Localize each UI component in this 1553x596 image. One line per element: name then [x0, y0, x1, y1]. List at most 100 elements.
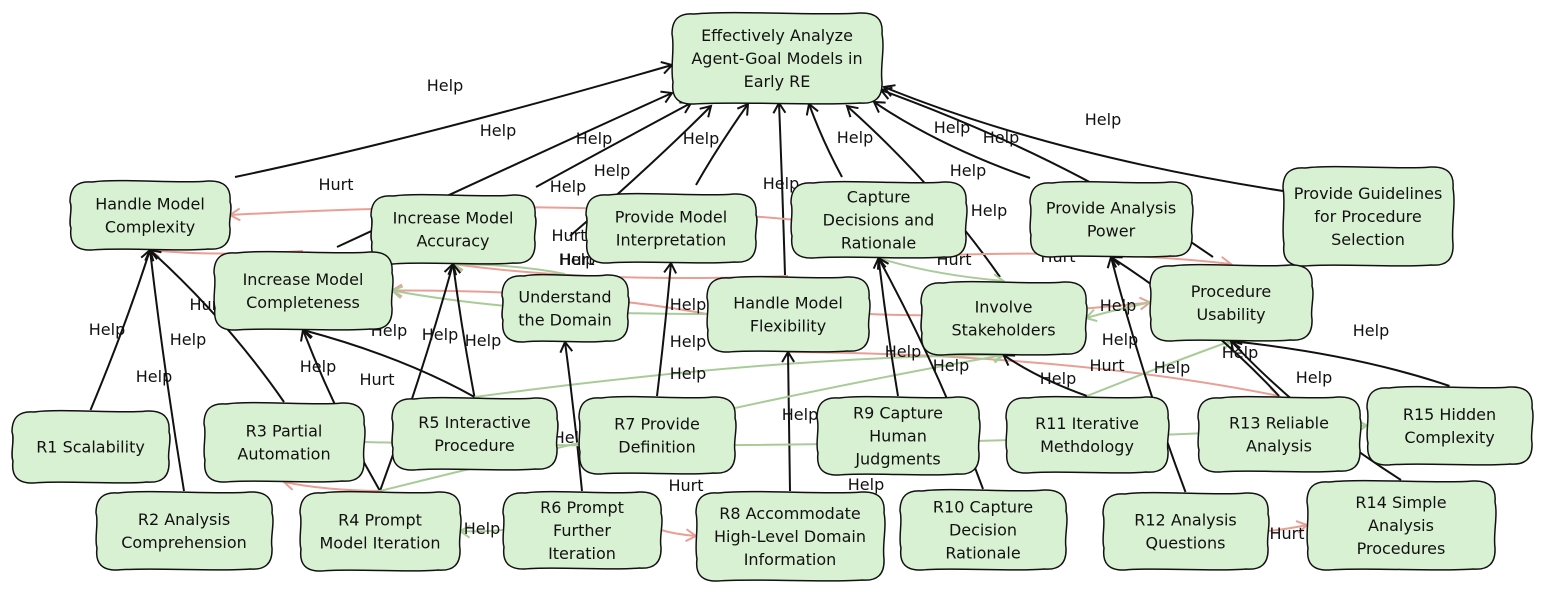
node-cdr-shape [790, 180, 968, 259]
link-cdr-to-ist [878, 257, 1006, 287]
link-label-r5-to-ist: Help [670, 332, 706, 351]
link-r11-to-pu [1086, 337, 1233, 397]
link-label-imc-to-root: Help [480, 121, 516, 140]
link-label-r6-to-r4: Help [464, 519, 500, 538]
link-label-pu-to-root: Help [983, 128, 1019, 147]
node-r14-shape [1306, 479, 1497, 571]
node-r3-shape [203, 401, 366, 483]
node-r15-label-line-0: R15 Hidden [1403, 405, 1496, 424]
node-pap-shape [1029, 180, 1194, 258]
link-label-r1-to-hmc: Help [89, 320, 125, 339]
node-pap-label-line-0: Provide Analysis [1046, 199, 1176, 218]
node-hmc-shape [69, 179, 232, 251]
link-r5-to-ist [474, 348, 1006, 398]
node-r6-label-line-2: Iteration [548, 544, 616, 563]
node-pu-label-line-1: Usability [1196, 305, 1265, 324]
node-pgps-label-line-0: Provide Guidelines [1294, 184, 1443, 203]
node-utd-shape [501, 273, 630, 343]
link-label-r7-to-pmi: Help [670, 295, 706, 314]
node-r7-shape [578, 395, 737, 475]
node-r4-shape [299, 490, 462, 572]
node-r9-label-line-1: Human [869, 427, 927, 446]
node-r11-label-line-0: R11 Iterative [1035, 414, 1139, 433]
node-imc-label-line-0: Increase Model [243, 270, 364, 289]
link-r7-to-pmi [656, 261, 677, 397]
link-label-pmi-to-root: Help [683, 129, 719, 148]
node-r9-label-line-2: Judgments [854, 450, 940, 469]
node-r8-label-line-2: Information [744, 550, 837, 569]
link-r4-to-r3 [282, 477, 381, 492]
link-r6-to-r4 [458, 524, 504, 539]
node-r6-label-line-0: R6 Prompt [540, 498, 624, 517]
link-ima-to-root [535, 101, 693, 188]
link-pmi-to-root [695, 102, 750, 186]
link-pgps-to-root [882, 84, 1284, 192]
node-r5-shape [391, 396, 559, 471]
link-cdr-to-root [805, 102, 843, 178]
node-cdr-label-line-0: Capture [847, 188, 911, 207]
node-r5-label-line-1: Procedure [434, 436, 514, 455]
link-label-r3-to-hmc: Help [170, 330, 206, 349]
link-r15-to-pu [1229, 335, 1450, 387]
node-r10-label-line-1: Decision [949, 521, 1017, 540]
node-pmi-label-line-1: Interpretation [616, 231, 727, 250]
link-label-r5-to-ima: Help [465, 331, 501, 350]
node-hmf-shape [706, 275, 871, 353]
link-label-r8-to-hmf: Help [782, 405, 818, 424]
node-ima-label-line-1: Accuracy [416, 232, 489, 251]
link-label-r11-to-ist: Help [1040, 369, 1076, 388]
node-r13-shape [1197, 395, 1362, 473]
node-r2-label-line-1: Comprehension [121, 533, 247, 552]
link-label-pgps-to-root: Help [1085, 110, 1121, 129]
link-label-cdr-to-ist: Help [971, 201, 1007, 220]
node-r10-shape [899, 488, 1068, 571]
link-label-pap-to-root: Help [934, 118, 970, 137]
node-r10-label-line-2: Rationale [945, 544, 1020, 563]
node-r11-shape [1005, 395, 1170, 474]
link-label-hmf-to-imc: Hurt [559, 250, 594, 269]
node-r13-label-line-0: R13 Reliable [1229, 414, 1329, 433]
link-label-cdr-to-root: Help [837, 128, 873, 147]
node-r14-label-line-0: R14 Simple [1355, 493, 1446, 512]
node-r7-label-line-0: R7 Provide [614, 415, 700, 434]
link-r12-to-r14 [1267, 520, 1309, 534]
node-ist-label-line-1: Stakeholders [951, 321, 1055, 340]
node-r3-label-line-0: R3 Partial [246, 422, 323, 441]
node-pmi-label-line-0: Provide Model [615, 208, 727, 227]
node-r5-label-line-0: R5 Interactive [418, 413, 531, 432]
link-label-r6-to-r8: Hurt [668, 476, 703, 495]
link-label-r14-to-pu: Help [1296, 368, 1332, 387]
node-cdr-label-line-1: Decisions and [823, 211, 935, 230]
link-r8-to-hmf [781, 350, 795, 492]
link-pap-to-root [872, 100, 1031, 179]
node-r8-shape [695, 490, 886, 582]
node-r7-label-line-1: Definition [618, 438, 695, 457]
node-r6-label-line-1: Further [553, 521, 611, 540]
node-root-label-line-1: Agent-Goal Models in [691, 49, 862, 68]
link-r5-to-imc [301, 325, 475, 398]
node-hmc-label-line-0: Handle Model [95, 195, 205, 214]
link-label-r3-to-r15: Help [848, 475, 884, 494]
link-label-utd-to-root: Help [550, 177, 586, 196]
link-label-hmf-to-root: Help [763, 174, 799, 193]
link-pu-to-ist [1084, 301, 1151, 323]
node-r12-label-line-0: R12 Analysis [1134, 511, 1236, 530]
node-r2-label-line-0: R2 Analysis [138, 510, 230, 529]
link-label-r4-to-imc: Help [300, 357, 336, 376]
node-r8-label-line-0: R8 Accommodate [719, 504, 860, 523]
